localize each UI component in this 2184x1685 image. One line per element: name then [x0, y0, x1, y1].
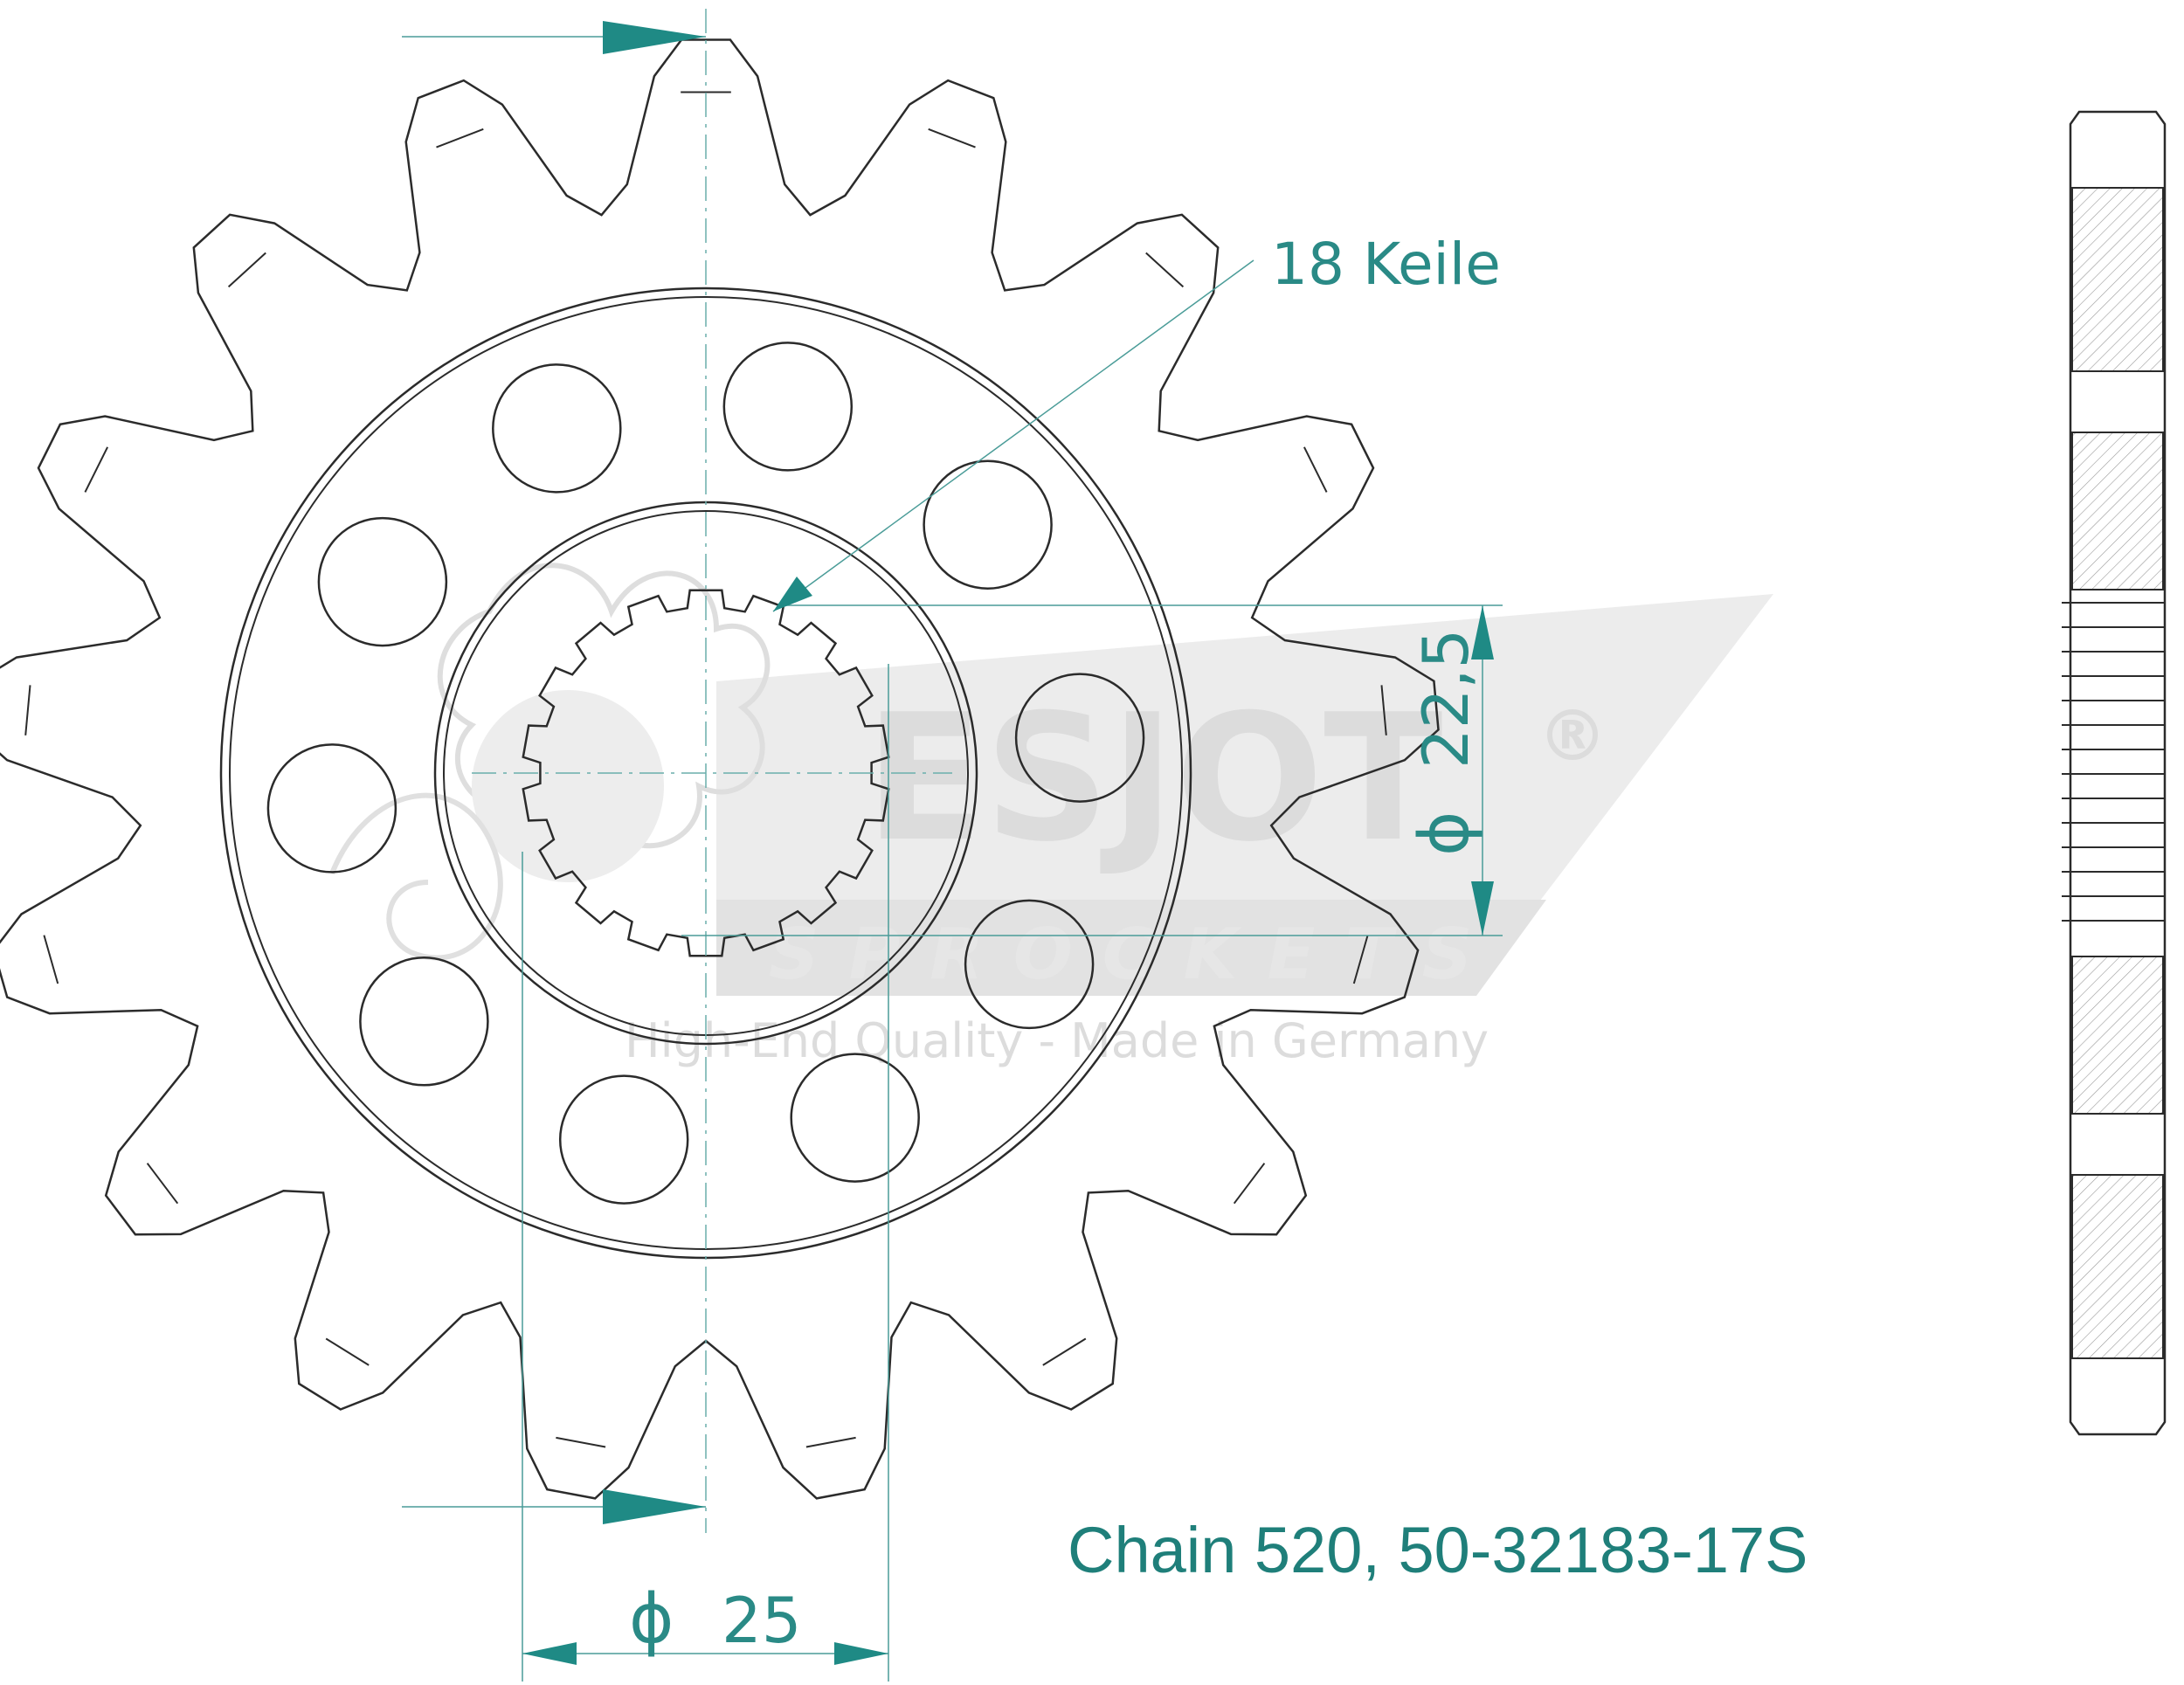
- bolt-hole: [558, 1074, 689, 1205]
- watermark-band: [716, 594, 1773, 996]
- phi225-arrow-bottom: [1471, 881, 1494, 936]
- leader-line: [772, 259, 1254, 612]
- tooth-tip-chamfer: [24, 685, 31, 735]
- tooth-tip-chamfer: [146, 1163, 179, 1205]
- phi225-label-group: ϕ 22,5: [1406, 629, 1484, 856]
- phi25-arrow-left: [522, 1642, 577, 1665]
- bolt-hole: [359, 956, 489, 1087]
- phi225-symbol: ϕ: [1406, 811, 1484, 856]
- bolt-hole: [266, 743, 397, 874]
- bolt-hole: [964, 899, 1095, 1030]
- bolt-holes: [266, 342, 1145, 1205]
- phi25-symbol: ϕ: [629, 1580, 674, 1659]
- dimension-arrows: [522, 21, 1494, 1665]
- watermark-sub-band: [716, 900, 1546, 996]
- side-view-outline: [2069, 110, 2167, 1436]
- bolt-hole: [790, 1053, 920, 1183]
- tooth-tip-chamfer: [1233, 1163, 1266, 1205]
- tooth-tip-chamfer: [1145, 252, 1185, 288]
- sprocket-front-view: [0, 38, 1440, 1500]
- tooth-tips: [24, 91, 1387, 1448]
- bolt-hole: [317, 516, 448, 647]
- top-arrow: [603, 21, 706, 54]
- watermark-swirl: [329, 792, 503, 961]
- side-hatch-bottom: [2071, 1174, 2164, 1359]
- phi225-value: 22,5: [1409, 629, 1482, 769]
- tooth-tip-chamfer: [1303, 446, 1328, 493]
- centerlines: [472, 9, 952, 1533]
- watermark-brand: ESJOT: [865, 677, 1443, 880]
- leader-arrow: [773, 577, 812, 611]
- bolt-hole: [923, 459, 1053, 590]
- tooth-tip-chamfer: [556, 1436, 606, 1448]
- dimensions: [402, 36, 1503, 1682]
- phi25-value: 25: [722, 1584, 802, 1657]
- side-view-splines: [2062, 602, 2165, 922]
- sprocket-teeth-outline: [0, 38, 1440, 1500]
- phi225-arrow-top: [1471, 605, 1494, 659]
- part-caption: Chain 520, 50-32183-17S: [1068, 1514, 1808, 1586]
- side-hatch-mid-top: [2071, 432, 2164, 590]
- watermark-registered: ®: [1538, 695, 1607, 777]
- tooth-tip-chamfer: [1352, 935, 1369, 984]
- tooth-tip-chamfer: [436, 128, 484, 148]
- phi25-arrow-right: [834, 1642, 888, 1665]
- bolt-hole: [492, 363, 622, 494]
- tooth-tip-chamfer: [805, 1436, 856, 1448]
- watermark-gear-hub: [472, 690, 664, 882]
- side-hatch-mid-bottom: [2071, 956, 2164, 1115]
- side-hatch-top: [2071, 187, 2164, 372]
- bottom-arrow: [603, 1489, 706, 1524]
- tooth-tip-chamfer: [928, 128, 976, 148]
- watermark: ESJOT ® SPROCKETS High-End Quality - Mad…: [329, 563, 1773, 1068]
- tooth-tip-chamfer: [1042, 1337, 1087, 1366]
- bolt-hole: [722, 342, 854, 472]
- watermark-gear-outline: [437, 563, 771, 861]
- tooth-tip-chamfer: [1380, 685, 1387, 735]
- splines-label: 18 Keile: [1271, 231, 1501, 298]
- tooth-tip-chamfer: [84, 446, 108, 493]
- sprocket-side-view: [2062, 110, 2167, 1436]
- bolt-hole: [1014, 673, 1145, 803]
- tooth-tip-chamfer: [43, 935, 59, 984]
- tooth-tip-chamfer: [325, 1337, 370, 1366]
- tooth-tip-chamfer: [227, 252, 266, 288]
